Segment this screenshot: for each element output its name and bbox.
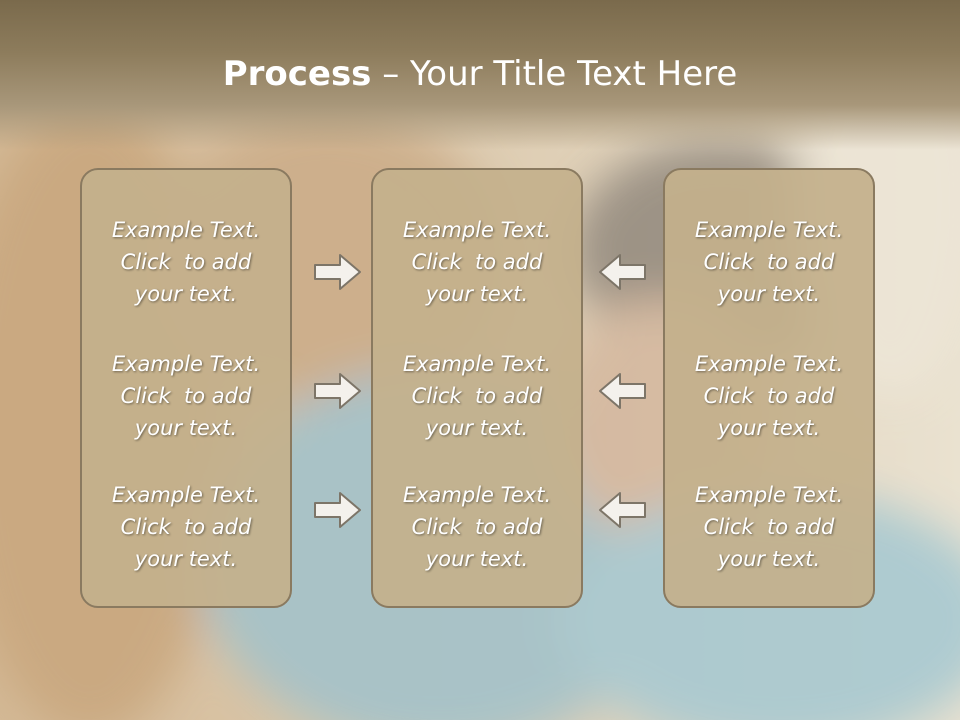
text-line: your text.	[425, 282, 529, 306]
text-line: your text.	[134, 282, 238, 306]
text-line: your text.	[134, 547, 238, 571]
title-rest: – Your Title Text Here	[371, 54, 738, 94]
text-line: your text.	[425, 416, 529, 440]
arrow-left-icon	[599, 254, 646, 290]
text-group[interactable]: Example Text. Click to add your text.	[82, 348, 290, 444]
arrow-left-icon	[599, 373, 646, 409]
text-line: Example Text.	[694, 483, 844, 507]
text-line: Click to add	[703, 515, 835, 539]
text-group[interactable]: Example Text. Click to add your text.	[82, 214, 290, 310]
panel-middle[interactable]: Example Text. Click to add your text. Ex…	[371, 168, 583, 608]
text-line: your text.	[717, 282, 821, 306]
title-bold: Process	[222, 54, 372, 94]
text-line: Example Text.	[111, 218, 261, 242]
text-line: Example Text.	[694, 352, 844, 376]
text-line: Click to add	[411, 384, 543, 408]
text-group[interactable]: Example Text. Click to add your text.	[373, 479, 581, 575]
text-line: Click to add	[411, 250, 543, 274]
text-line: Click to add	[703, 384, 835, 408]
arrow-right-icon	[314, 254, 361, 290]
text-group[interactable]: Example Text. Click to add your text.	[665, 479, 873, 575]
text-line: Example Text.	[402, 218, 552, 242]
text-line: Example Text.	[402, 352, 552, 376]
text-line: your text.	[717, 416, 821, 440]
panel-left[interactable]: Example Text. Click to add your text. Ex…	[80, 168, 292, 608]
slide-title[interactable]: Process – Your Title Text Here	[0, 54, 960, 94]
text-line: your text.	[717, 547, 821, 571]
text-line: Example Text.	[111, 483, 261, 507]
text-line: Click to add	[703, 250, 835, 274]
text-line: your text.	[134, 416, 238, 440]
text-group[interactable]: Example Text. Click to add your text.	[665, 214, 873, 310]
text-line: Example Text.	[694, 218, 844, 242]
text-line: Click to add	[411, 515, 543, 539]
panel-right[interactable]: Example Text. Click to add your text. Ex…	[663, 168, 875, 608]
arrow-right-icon	[314, 492, 361, 528]
text-line: Click to add	[120, 515, 252, 539]
text-line: Example Text.	[111, 352, 261, 376]
text-group[interactable]: Example Text. Click to add your text.	[665, 348, 873, 444]
title-bar	[0, 0, 960, 150]
arrow-left-icon	[599, 492, 646, 528]
arrow-right-icon	[314, 373, 361, 409]
text-group[interactable]: Example Text. Click to add your text.	[373, 214, 581, 310]
text-group[interactable]: Example Text. Click to add your text.	[82, 479, 290, 575]
text-line: Example Text.	[402, 483, 552, 507]
text-line: your text.	[425, 547, 529, 571]
text-group[interactable]: Example Text. Click to add your text.	[373, 348, 581, 444]
text-line: Click to add	[120, 250, 252, 274]
text-line: Click to add	[120, 384, 252, 408]
